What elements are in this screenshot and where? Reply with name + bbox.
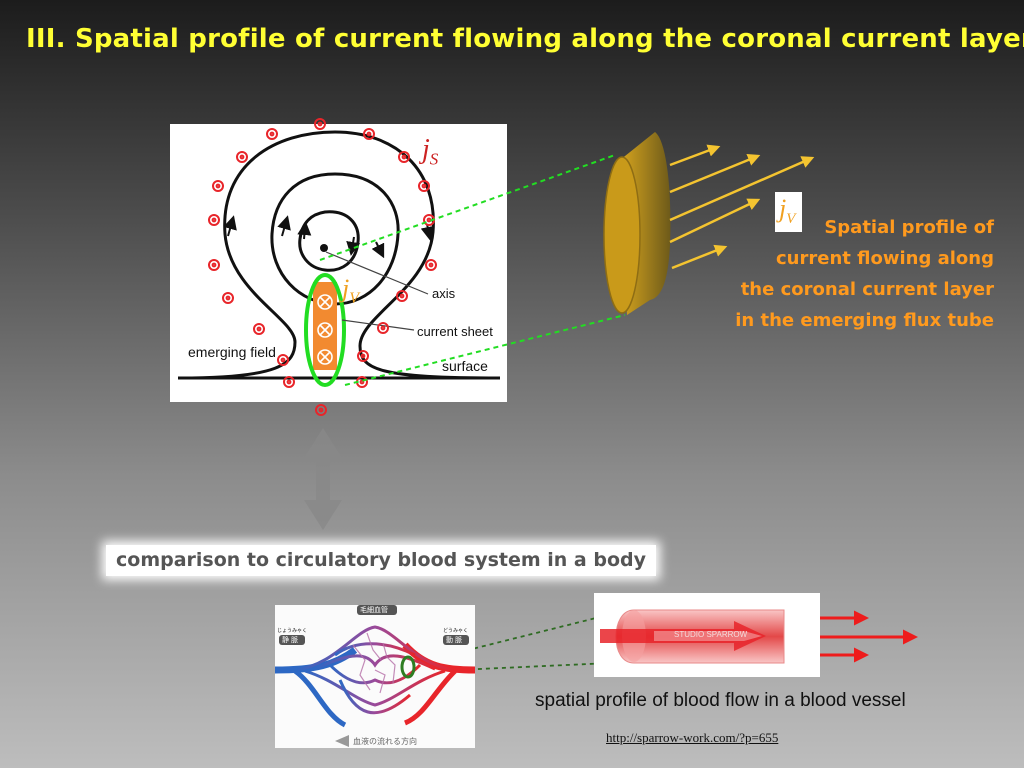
flow-direction-label: 血液の流れる方向 bbox=[353, 737, 417, 746]
vessel-flow-arrow bbox=[600, 621, 766, 651]
outward-current-marks bbox=[208, 118, 437, 416]
vessel-flow-arrow-highlight bbox=[654, 631, 762, 641]
current-sheet-ellipse bbox=[304, 273, 346, 387]
emerging-flux-diagram: jS jV axis current sheet emerging field … bbox=[170, 118, 507, 416]
artery-tail bbox=[403, 669, 457, 726]
field-direction-arrow bbox=[277, 215, 291, 237]
callout-line: the coronal current layer bbox=[740, 279, 994, 300]
flux-tube-side bbox=[620, 132, 671, 315]
callout-line: Spatial profile of bbox=[824, 217, 994, 238]
axis-label: axis bbox=[432, 286, 456, 301]
slide-title: III. Spatial profile of current flowing … bbox=[26, 24, 1024, 54]
highlighted-vessel-ring bbox=[400, 655, 416, 679]
current-sheet bbox=[313, 282, 337, 370]
capillary-label-bg bbox=[357, 605, 397, 615]
surface-label: surface bbox=[442, 358, 488, 374]
capillary-network bbox=[294, 625, 456, 715]
capillary-label: 毛細血管 bbox=[360, 607, 388, 614]
circulation-diagram: 毛細血管 じょうみゃく 静 脈 どうみゃく 動 脈 血液の流れる方向 bbox=[274, 605, 476, 748]
capillary-mesh bbox=[352, 632, 396, 694]
current-sheet-label: current sheet bbox=[417, 324, 493, 339]
circulation-svg bbox=[274, 605, 476, 747]
field-direction-arrow bbox=[223, 215, 237, 237]
callout-jv-symbol: jV bbox=[779, 194, 796, 228]
blood-vessel-svg bbox=[600, 609, 785, 664]
outer-field-line bbox=[179, 130, 501, 380]
flux-tube-face bbox=[603, 156, 641, 314]
js-symbol: jS bbox=[422, 134, 439, 169]
blood-vessel-diagram: STUDIO SPARROW bbox=[594, 593, 820, 677]
vessel-watermark: STUDIO SPARROW bbox=[674, 630, 748, 639]
vein-ruby: じょうみゃく bbox=[277, 628, 308, 634]
vein-tail bbox=[293, 668, 347, 728]
jv-symbol: jV bbox=[342, 274, 360, 308]
emerging-field-label: emerging field bbox=[188, 344, 276, 360]
inward-current-marks bbox=[317, 294, 333, 365]
field-direction-arrow bbox=[346, 236, 361, 256]
source-link[interactable]: http://sparrow-work.com/?p=655 bbox=[606, 730, 779, 745]
tube-callout-text: Spatial profile of current flowing along… bbox=[735, 212, 994, 336]
flow-direction-arrow bbox=[335, 735, 349, 747]
artery-label: 動 脈 bbox=[446, 637, 462, 644]
field-direction-arrow bbox=[297, 221, 312, 240]
callout-line: current flowing along bbox=[776, 248, 994, 269]
vein-trunk bbox=[274, 647, 358, 674]
blood-flow-caption: spatial profile of blood flow in a blood… bbox=[535, 690, 906, 711]
field-direction-arrow bbox=[371, 241, 385, 259]
callout-jv-box: jV bbox=[775, 192, 802, 232]
comparison-label: comparison to circulatory blood system i… bbox=[106, 545, 656, 576]
comparison-double-arrow bbox=[304, 428, 342, 530]
axis-dot bbox=[320, 244, 328, 252]
artery-label-bg bbox=[443, 635, 469, 645]
artery-ruby: どうみゃく bbox=[443, 628, 469, 634]
vein-label-bg bbox=[279, 635, 305, 645]
vein-label: 静 脈 bbox=[282, 637, 298, 644]
callout-line: in the emerging flux tube bbox=[735, 310, 994, 331]
